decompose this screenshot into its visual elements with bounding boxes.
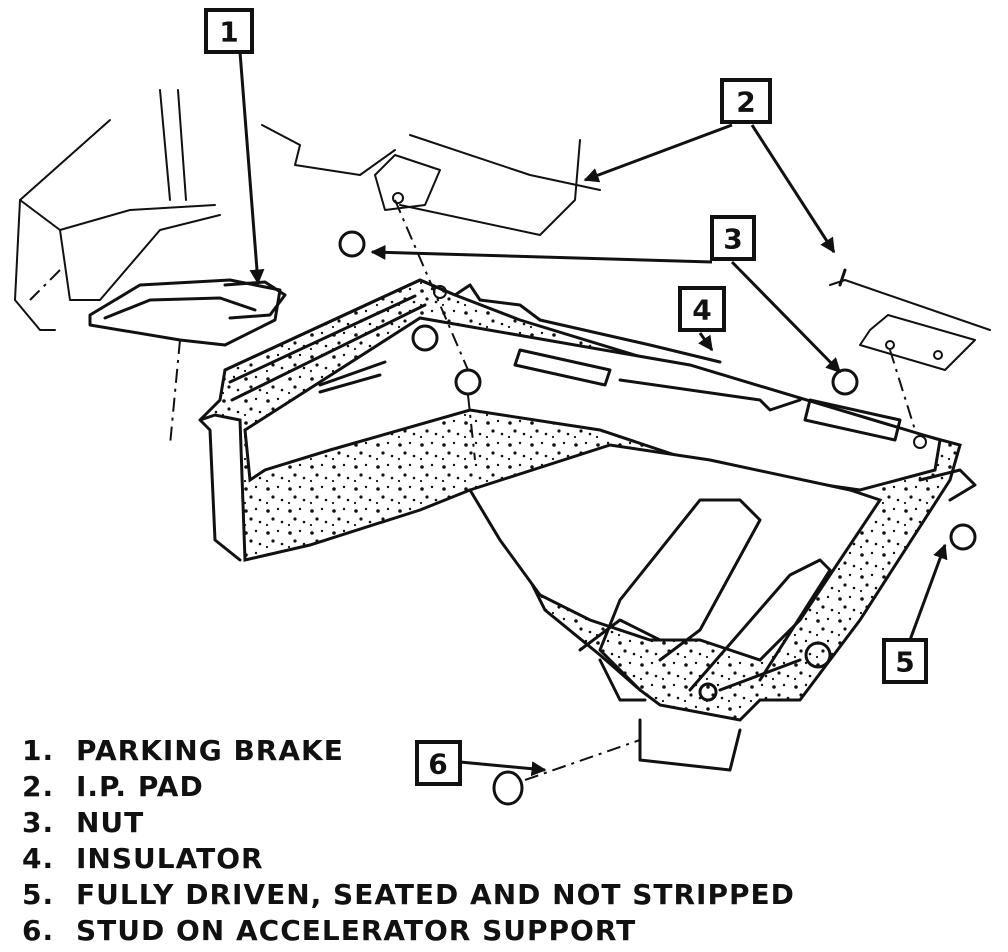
- insulator-drawing: [198, 278, 977, 772]
- callout-1-label: 1: [219, 16, 238, 49]
- legend-item-6: 6. STUD ON ACCELERATOR SUPPORT: [22, 912, 922, 948]
- legend-item-3: 3. NUT: [22, 804, 922, 840]
- legend-number: 2.: [22, 769, 55, 803]
- legend-number: 5.: [22, 877, 55, 911]
- legend-item-2: 2. I.P. PAD: [22, 768, 922, 804]
- legend-number: 6.: [22, 913, 55, 947]
- callout-5-label: 5: [895, 646, 914, 679]
- parking-brake-drawing: [14, 89, 287, 446]
- legend-text: I.P. PAD: [76, 769, 204, 803]
- legend-text: NUT: [76, 805, 145, 839]
- callout-4-label: 4: [692, 294, 711, 327]
- legend-item-4: 4. INSULATOR: [22, 840, 922, 876]
- ip-pad-drawing: [261, 124, 991, 371]
- legend-text: FULLY DRIVEN, SEATED AND NOT STRIPPED: [76, 877, 795, 911]
- callout-5: 5: [882, 638, 928, 684]
- callout-1: 1: [204, 8, 254, 54]
- legend-text: PARKING BRAKE: [76, 733, 344, 767]
- callout-2-label: 2: [736, 86, 755, 119]
- legend-item-5: 5. FULLY DRIVEN, SEATED AND NOT STRIPPED: [22, 876, 922, 912]
- callout-3-label: 3: [723, 223, 742, 256]
- callout-3: 3: [710, 215, 756, 261]
- parts-legend: 1. PARKING BRAKE 2. I.P. PAD 3. NUT 4. I…: [22, 732, 922, 948]
- legend-number: 1.: [22, 733, 55, 767]
- callout-6-label: 6: [428, 748, 447, 781]
- leader-lines: [238, 51, 948, 777]
- legend-text: STUD ON ACCELERATOR SUPPORT: [76, 913, 637, 947]
- callout-2: 2: [720, 78, 772, 124]
- callout-6: 6: [415, 740, 462, 786]
- legend-number: 4.: [22, 841, 55, 875]
- legend-number: 3.: [22, 805, 55, 839]
- legend-item-1: 1. PARKING BRAKE: [22, 732, 922, 768]
- legend-text: INSULATOR: [76, 841, 264, 875]
- callout-4: 4: [678, 286, 726, 332]
